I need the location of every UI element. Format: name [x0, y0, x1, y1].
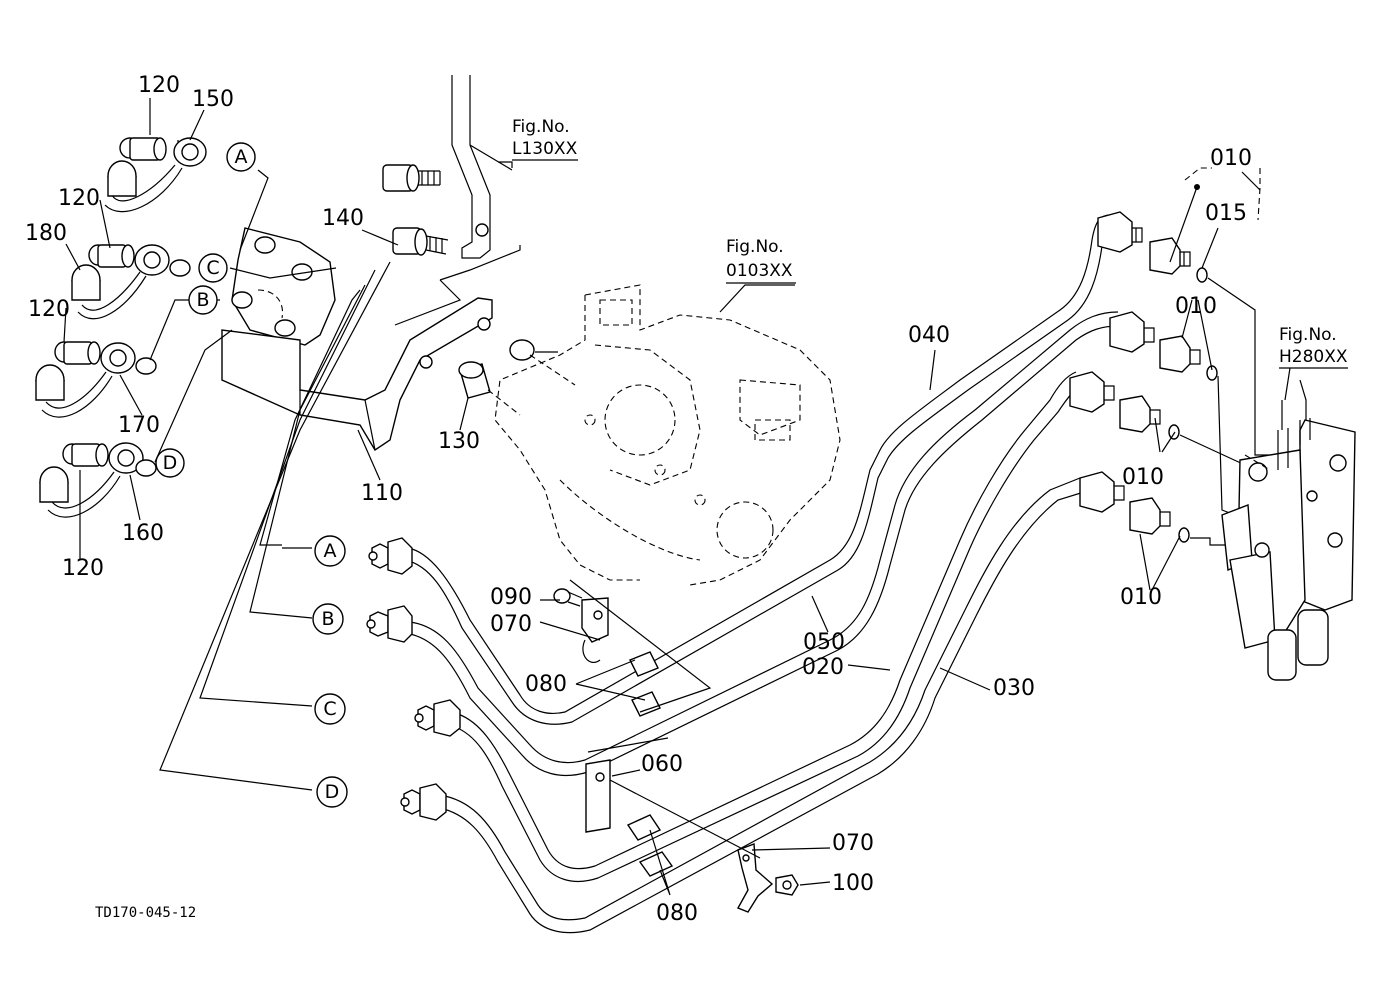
- control-valve: [1221, 379, 1356, 681]
- collar-small: [509, 339, 535, 361]
- label-090: 090: [490, 585, 532, 610]
- transmission-housing: [494, 284, 841, 586]
- callout-c-pipe-text: C: [323, 698, 336, 720]
- coupler-plug-3: [35, 341, 157, 418]
- label-120-c: 120: [28, 297, 70, 322]
- drawing-code: TD170-045-12: [95, 905, 196, 921]
- callout-circle-a-pipe: A: [314, 535, 346, 567]
- pipe-end-fittings: [366, 537, 461, 821]
- fig-h280-code: H280XX: [1279, 347, 1348, 367]
- bracket-110: [221, 297, 493, 451]
- callout-c-text: C: [206, 257, 219, 279]
- coupler-plate: [231, 227, 336, 346]
- label-070-b: 070: [832, 831, 874, 856]
- kit-bracket-010: [1169, 167, 1261, 269]
- left-assembly: [35, 137, 493, 791]
- callout-a-pipe-text: A: [324, 540, 337, 562]
- callout-d-pipe-text: D: [325, 781, 340, 803]
- fitting-upper-1: [1097, 211, 1208, 283]
- label-100: 100: [832, 871, 874, 896]
- callout-circle-a-top: A: [226, 142, 256, 172]
- label-015: 015: [1205, 201, 1247, 226]
- label-120-a: 120: [138, 73, 180, 98]
- hydraulic-pipes: [404, 214, 1119, 934]
- label-010-d: 010: [1120, 585, 1162, 610]
- label-040: 040: [908, 323, 950, 348]
- label-070-a: 070: [490, 612, 532, 637]
- callout-circle-d-pipe: D: [316, 776, 348, 808]
- routing-lines: [149, 169, 391, 791]
- pipe-040: [407, 214, 1111, 715]
- label-010-top: 010: [1210, 146, 1252, 171]
- fitting-lower-2: [1079, 471, 1190, 543]
- label-160: 160: [122, 521, 164, 546]
- bolt-140: [392, 227, 449, 256]
- label-010-c: 010: [1122, 465, 1164, 490]
- callout-circle-d-top: D: [155, 448, 185, 478]
- figure-refs: Fig.No. L130XX Fig.No. 0103XX Fig.No. H2…: [512, 117, 1348, 401]
- label-080-a: 080: [525, 672, 567, 697]
- callout-circle-c-pipe: C: [314, 693, 346, 725]
- label-030: 030: [993, 676, 1035, 701]
- fig-l130-code: L130XX: [512, 139, 578, 159]
- fitting-lower-1: [1069, 371, 1180, 440]
- coupler-plug-1: [104, 137, 207, 213]
- pipe-050: [409, 311, 1119, 764]
- label-010-b: 010: [1175, 294, 1217, 319]
- clamp-lower: [585, 737, 799, 913]
- callout-circle-b-top: B: [188, 285, 218, 315]
- label-140: 140: [322, 206, 364, 231]
- leader-lines: [63, 98, 1261, 896]
- label-150: 150: [192, 87, 234, 112]
- valve-fittings: [1069, 211, 1275, 546]
- plate-060: [585, 759, 611, 833]
- coupler-plug-4: [39, 442, 157, 518]
- pipe-030: [439, 477, 1081, 921]
- pipe-020: [457, 371, 1077, 870]
- fig-0103-code: 0103XX: [726, 261, 793, 281]
- callout-b-pipe-text: B: [321, 608, 334, 630]
- label-060: 060: [641, 752, 683, 777]
- fig-h280-label: Fig.No.: [1279, 325, 1337, 345]
- label-120-b: 120: [58, 186, 100, 211]
- fig-l130-label: Fig.No.: [512, 117, 570, 137]
- callout-d-text: D: [163, 452, 178, 474]
- label-080-b: 080: [656, 901, 698, 926]
- label-130: 130: [438, 429, 480, 454]
- bolt-090: [553, 588, 583, 607]
- callout-a-text: A: [235, 146, 248, 168]
- clamp-upper: [553, 579, 712, 717]
- fig-0103-label: Fig.No.: [726, 237, 784, 257]
- callout-circle-b-pipe: B: [312, 603, 344, 635]
- nut-100: [775, 874, 799, 896]
- callout-circle-c-top: C: [198, 253, 228, 283]
- callout-b-text: B: [196, 289, 209, 311]
- label-120-d: 120: [62, 556, 104, 581]
- label-050: 050: [803, 630, 845, 655]
- part-labels: 120 150 120 180 120 170 160 120 140 110 …: [25, 73, 1252, 926]
- label-170: 170: [118, 413, 160, 438]
- lever-assembly: [382, 75, 576, 416]
- label-020: 020: [802, 655, 844, 680]
- fitting-upper-2: [1109, 311, 1218, 381]
- label-180: 180: [25, 221, 67, 246]
- bolt-upper: [382, 164, 441, 192]
- coupler-plug-2: [71, 244, 191, 320]
- collar-130: [458, 361, 491, 399]
- label-110: 110: [361, 481, 403, 506]
